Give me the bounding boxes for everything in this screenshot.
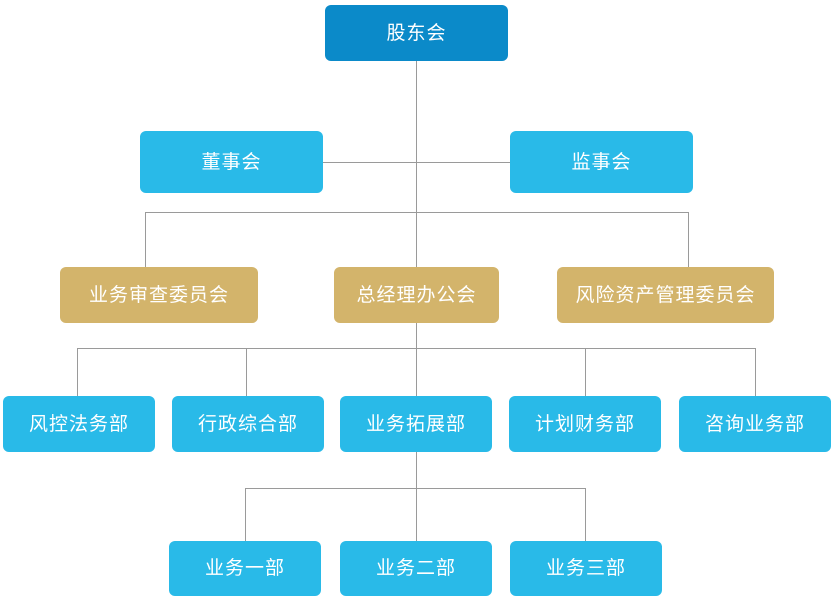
connector-department-drop-2 — [246, 348, 247, 396]
node-label: 董事会 — [201, 150, 262, 173]
connector-department-drop-4 — [585, 348, 586, 396]
connector-root-down — [416, 60, 417, 213]
node-shareholders-meeting[interactable]: 股东会 — [325, 5, 508, 61]
node-business-unit-2[interactable]: 业务二部 — [340, 541, 492, 596]
node-label: 风险资产管理委员会 — [575, 283, 756, 306]
node-label: 业务二部 — [375, 557, 456, 579]
node-consulting-business-dept[interactable]: 咨询业务部 — [679, 396, 831, 452]
node-planning-finance-dept[interactable]: 计划财务部 — [509, 396, 661, 452]
node-label: 股东会 — [386, 21, 447, 44]
node-business-unit-3[interactable]: 业务三部 — [510, 541, 662, 596]
node-label: 风控法务部 — [28, 412, 129, 435]
node-business-review-committee[interactable]: 业务审查委员会 — [60, 267, 258, 323]
connector-department-drop-1 — [77, 348, 78, 396]
node-risk-asset-management-committee[interactable]: 风险资产管理委员会 — [557, 267, 774, 323]
node-general-manager-office[interactable]: 总经理办公会 — [334, 267, 499, 323]
connector-bizdev-down — [416, 451, 417, 541]
node-label: 计划财务部 — [534, 412, 635, 435]
connector-gm-down — [416, 322, 417, 396]
node-board-of-supervisors[interactable]: 监事会 — [510, 131, 693, 193]
connector-committee-drop-right — [688, 212, 689, 267]
connector-committee-drop-center — [416, 212, 417, 267]
connector-committee-drop-left — [145, 212, 146, 267]
node-business-unit-1[interactable]: 业务一部 — [169, 541, 321, 596]
connector-governance-bar — [322, 162, 511, 163]
node-label: 咨询业务部 — [704, 412, 805, 435]
node-business-development-dept[interactable]: 业务拓展部 — [340, 396, 492, 452]
node-label: 业务三部 — [545, 557, 626, 579]
node-administration-dept[interactable]: 行政综合部 — [172, 396, 324, 452]
node-label: 业务拓展部 — [365, 412, 466, 435]
node-board-of-directors[interactable]: 董事会 — [140, 131, 323, 193]
connector-committee-bar — [145, 212, 689, 213]
connector-sub-drop-left — [245, 488, 246, 541]
node-label: 行政综合部 — [197, 412, 298, 435]
connector-department-drop-5 — [755, 348, 756, 396]
node-label: 业务审查委员会 — [88, 283, 229, 306]
node-label: 总经理办公会 — [356, 283, 477, 306]
connector-sub-drop-right — [585, 488, 586, 541]
node-label: 业务一部 — [204, 557, 285, 579]
node-label: 监事会 — [571, 150, 632, 173]
node-risk-control-legal-dept[interactable]: 风控法务部 — [3, 396, 155, 452]
connector-sub-bar — [245, 488, 586, 489]
connector-department-bar — [77, 348, 755, 349]
